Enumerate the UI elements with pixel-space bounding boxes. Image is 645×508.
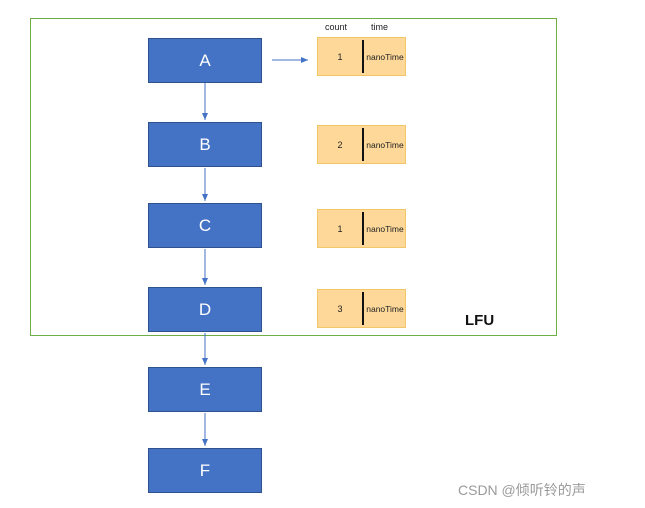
entry-count: 2 [337, 139, 343, 150]
entry-time: nanoTime [366, 223, 404, 234]
entry-time: nanoTime [366, 51, 404, 62]
entry-c: 1 nanoTime [317, 209, 406, 248]
watermark: CSDN @倾听铃的声 [458, 482, 586, 498]
count-header: count [325, 22, 348, 32]
entry-time: nanoTime [366, 303, 404, 314]
entry-b: 2 nanoTime [317, 125, 406, 164]
entry-d: 3 nanoTime [317, 289, 406, 328]
entry-count: 3 [337, 303, 343, 314]
lfu-frame [30, 18, 557, 336]
entry-divider [362, 128, 364, 161]
node-f: F [148, 448, 262, 493]
time-header: time [371, 22, 389, 32]
node-b: B [148, 122, 262, 167]
entry-divider [362, 292, 364, 325]
node-e: E [148, 367, 262, 412]
entry-a: 1 nanoTime [317, 37, 406, 76]
node-d: D [148, 287, 262, 332]
entry-divider [362, 40, 364, 73]
entry-count: 1 [337, 51, 343, 62]
node-c: C [148, 203, 262, 248]
entry-time: nanoTime [366, 139, 404, 150]
entry-count: 1 [337, 223, 343, 234]
lfu-label: LFU [465, 312, 495, 329]
entry-divider [362, 212, 364, 245]
node-a: A [148, 38, 262, 83]
